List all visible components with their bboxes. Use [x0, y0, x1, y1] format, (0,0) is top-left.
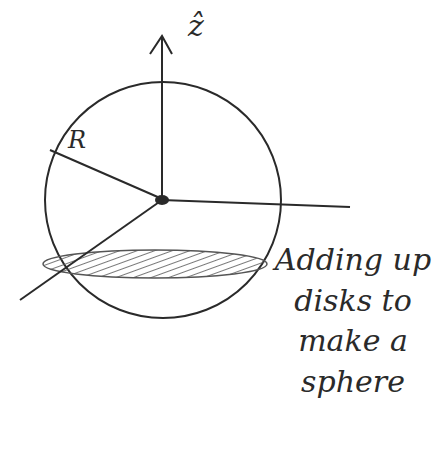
disk-slice: [43, 250, 267, 278]
axis-arrowhead: [150, 36, 172, 54]
handwritten-note: Adding up disks to make a sphere: [272, 240, 434, 402]
axis-label: ẑ: [188, 6, 228, 47]
y-axis: [162, 200, 350, 207]
radius-label: R: [68, 124, 98, 156]
x-axis: [20, 200, 162, 300]
radius-line: [50, 150, 160, 198]
origin-dot: [155, 195, 169, 205]
z-axis: [161, 38, 163, 200]
